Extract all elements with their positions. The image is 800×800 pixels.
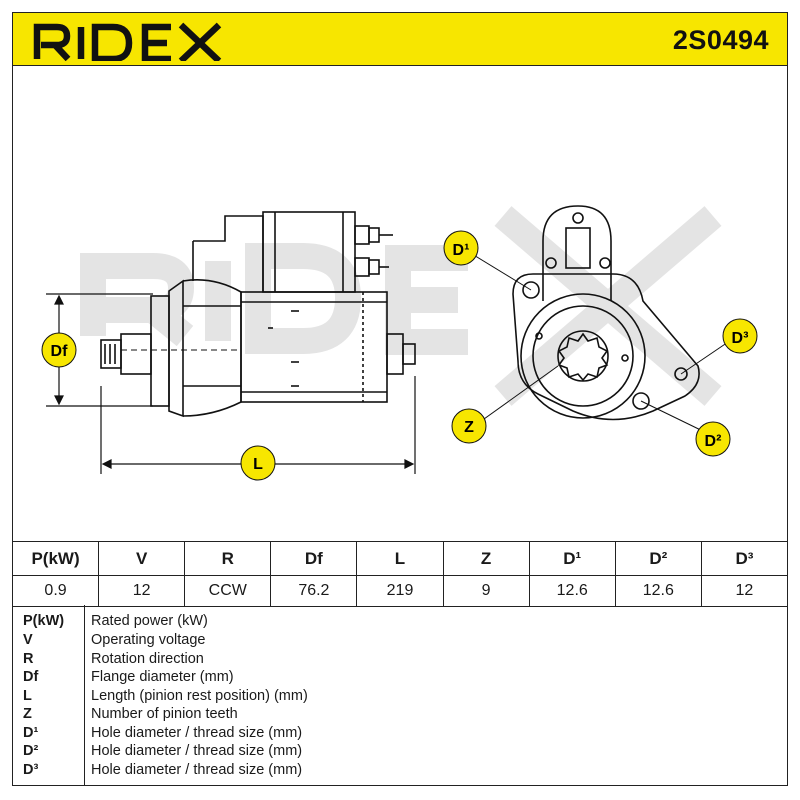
legend-symbol: D² bbox=[23, 743, 39, 759]
legend-divider bbox=[84, 605, 85, 785]
legend-description: Hole diameter / thread size (mm) bbox=[91, 761, 303, 778]
spec-header-row: P(kW) V R Df L Z D¹ D² D³ bbox=[11, 541, 789, 576]
l-label: L bbox=[253, 456, 263, 473]
legend-description: Operating voltage bbox=[91, 632, 206, 648]
legend-symbol: D¹ bbox=[23, 724, 39, 741]
spec-value-cell: 12 bbox=[98, 575, 186, 607]
spec-header-cell: R bbox=[184, 541, 272, 576]
legend-symbol: D³ bbox=[23, 761, 39, 778]
technical-drawing: Df L bbox=[41, 205, 758, 481]
spec-header-cell: D³ bbox=[700, 541, 789, 576]
spec-value-cell: 12 bbox=[700, 575, 789, 607]
front-callout-lines bbox=[471, 253, 738, 437]
ridex-logo bbox=[33, 22, 222, 61]
legend-description: Length (pinion rest position) (mm) bbox=[91, 687, 308, 704]
spec-header-cell: D¹ bbox=[528, 541, 616, 576]
legend-row: Z Number of pinion teeth bbox=[13, 706, 787, 725]
legend-row: V Operating voltage bbox=[13, 632, 787, 651]
header-bar: 2S0494 bbox=[12, 12, 788, 66]
legend-row: R Rotation direction bbox=[13, 651, 787, 670]
d2-label: D² bbox=[705, 433, 722, 450]
legend-symbol: L bbox=[23, 687, 32, 704]
starter-front-view bbox=[512, 205, 700, 421]
spec-header-cell: Z bbox=[442, 541, 530, 576]
legend-description: Rated power (kW) bbox=[91, 613, 208, 629]
legend-row: L Length (pinion rest position) (mm) bbox=[13, 688, 787, 707]
df-callout-badge bbox=[41, 332, 77, 368]
d1-callout-badge bbox=[443, 230, 479, 266]
z-label: Z bbox=[464, 419, 474, 436]
spec-header-cell: V bbox=[98, 541, 186, 576]
spec-table: P(kW) V R Df L Z D¹ D² D³ 0.9 12 CCW 76.… bbox=[11, 541, 789, 607]
legend-description: Hole diameter / thread size (mm) bbox=[91, 724, 303, 741]
df-label: Df bbox=[51, 343, 69, 360]
spec-header-cell: Df bbox=[270, 541, 358, 576]
legend-description: Hole diameter / thread size (mm) bbox=[91, 743, 303, 759]
legend-description: Flange diameter (mm) bbox=[91, 669, 234, 685]
legend-description: Rotation direction bbox=[91, 650, 204, 667]
spec-value-cell: 0.9 bbox=[11, 575, 100, 607]
z-callout-badge bbox=[451, 408, 487, 444]
spec-value-row: 0.9 12 CCW 76.2 219 9 12.6 12.6 12 bbox=[11, 575, 789, 607]
df-dimension bbox=[46, 293, 153, 407]
spec-value-cell: 12.6 bbox=[528, 575, 616, 607]
spec-value-cell: 9 bbox=[442, 575, 530, 607]
part-number: 2S0494 bbox=[672, 25, 769, 55]
spec-header-cell: P(kW) bbox=[11, 541, 100, 576]
legend-row: Df Flange diameter (mm) bbox=[13, 669, 787, 688]
spec-value-cell: 76.2 bbox=[270, 575, 358, 607]
spec-header-cell: L bbox=[356, 541, 444, 576]
legend-symbol: Z bbox=[23, 706, 32, 722]
legend-box: P(kW) Rated power (kW) V Operating volta… bbox=[12, 605, 788, 786]
spec-value-cell: 219 bbox=[356, 575, 444, 607]
d1-label: D¹ bbox=[453, 242, 470, 259]
d3-label: D³ bbox=[732, 330, 749, 347]
starter-side-view bbox=[100, 211, 416, 418]
legend-row: D² Hole diameter / thread size (mm) bbox=[13, 743, 787, 762]
d2-callout-badge bbox=[695, 421, 731, 457]
l-callout-badge bbox=[240, 445, 276, 481]
legend-row: D¹ Hole diameter / thread size (mm) bbox=[13, 725, 787, 744]
legend-symbol: Df bbox=[23, 669, 39, 685]
spec-value-cell: 12.6 bbox=[614, 575, 702, 607]
legend-description: Number of pinion teeth bbox=[91, 706, 238, 722]
legend-row: D³ Hole diameter / thread size (mm) bbox=[13, 762, 787, 781]
legend-symbol: R bbox=[23, 650, 34, 667]
technical-drawing-area: Df L bbox=[12, 66, 788, 542]
spec-value-cell: CCW bbox=[184, 575, 272, 607]
ridex-watermark bbox=[80, 206, 722, 406]
legend-row: P(kW) Rated power (kW) bbox=[13, 613, 787, 632]
spec-header-cell: D² bbox=[614, 541, 702, 576]
legend-symbol: P(kW) bbox=[23, 613, 65, 629]
legend-symbol: V bbox=[23, 632, 33, 648]
d3-callout-badge bbox=[722, 318, 758, 354]
